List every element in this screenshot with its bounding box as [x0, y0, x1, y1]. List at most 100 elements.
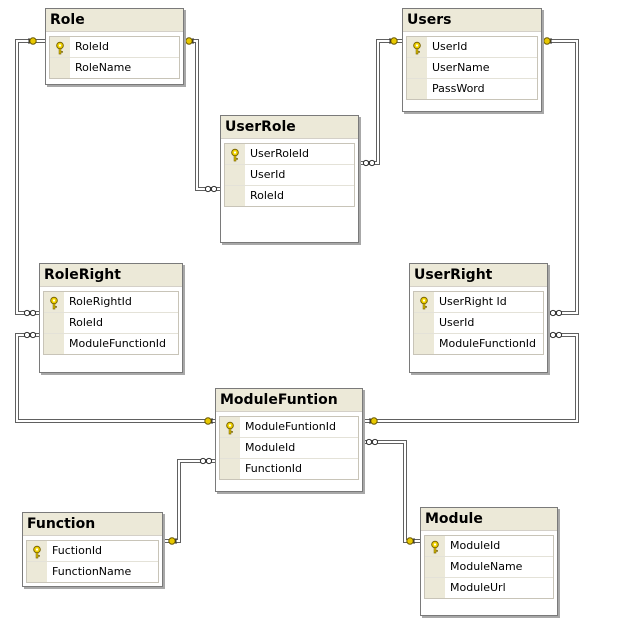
one-end-key-icon: [185, 37, 194, 45]
column-name: ModuleUrl: [450, 581, 506, 594]
column-row[interactable]: RoleName: [50, 58, 179, 78]
column-row[interactable]: ModuleFunctionId: [44, 334, 178, 354]
relationship-module-mf[interactable]: [361, 438, 420, 545]
column-row[interactable]: ModuleId: [425, 536, 553, 557]
row-selector: [44, 313, 64, 333]
column-row[interactable]: RoleId: [225, 186, 354, 206]
column-name: ModuleFunctionId: [69, 337, 167, 350]
row-selector: [225, 186, 245, 206]
row-selector: [225, 165, 245, 185]
column-row[interactable]: UserId: [414, 313, 543, 334]
primary-key-icon: [47, 295, 61, 310]
many-end-infinity-icon: [199, 457, 213, 465]
relationship-role-roleright[interactable]: [15, 37, 45, 317]
primary-key-icon: [223, 420, 237, 435]
column-name: ModuleFunctionId: [439, 337, 537, 350]
table-title: Role: [46, 9, 183, 32]
many-end-infinity-icon: [365, 438, 379, 446]
relationship-users-userrole[interactable]: [357, 37, 402, 167]
column-row[interactable]: UserRoleId: [225, 144, 354, 165]
column-row[interactable]: RoleRightId: [44, 292, 178, 313]
column-row[interactable]: UserRight Id: [414, 292, 543, 313]
column-name: UserRoleId: [250, 147, 310, 160]
table-title: Users: [403, 9, 541, 32]
table-title: RoleRight: [40, 264, 182, 287]
relationship-users-userright[interactable]: [540, 37, 579, 317]
table-title: Function: [23, 513, 162, 536]
row-selector: [220, 417, 240, 437]
column-name: UserRight Id: [439, 295, 507, 308]
many-end-infinity-icon: [549, 331, 563, 339]
relationship-mf-roleright[interactable]: [15, 331, 215, 425]
many-end-infinity-icon: [549, 309, 563, 317]
column-row[interactable]: ModuleUrl: [425, 578, 553, 598]
table-title: Module: [421, 508, 557, 531]
column-row[interactable]: FuctionId: [27, 541, 158, 562]
column-row[interactable]: PassWord: [407, 79, 537, 99]
column-row[interactable]: RoleId: [50, 37, 179, 58]
relationship-mf-userright[interactable]: [361, 331, 579, 425]
row-selector: [407, 79, 427, 99]
column-name: UserId: [250, 168, 286, 181]
primary-key-icon: [417, 295, 431, 310]
row-selector: [414, 292, 434, 312]
table-title: ModuleFuntion: [216, 389, 362, 412]
row-selector: [27, 562, 47, 582]
column-row[interactable]: ModuleFunctionId: [414, 334, 543, 354]
column-row[interactable]: UserName: [407, 58, 537, 79]
row-selector: [425, 578, 445, 598]
relationship-function-mf[interactable]: [161, 457, 215, 545]
column-name: RoleId: [250, 189, 284, 202]
one-end-key-icon: [168, 537, 177, 545]
column-name: FuctionId: [52, 544, 103, 557]
column-name: ModuleFuntionId: [245, 420, 336, 433]
row-selector: [407, 58, 427, 78]
column-name: PassWord: [432, 82, 485, 95]
column-name: FunctionId: [245, 462, 303, 475]
one-end-key-icon: [543, 37, 552, 45]
column-name: RoleId: [75, 40, 109, 53]
one-end-key-icon: [406, 537, 415, 545]
one-end-key-icon: [389, 37, 398, 45]
primary-key-icon: [428, 539, 442, 554]
row-selector: [50, 37, 70, 57]
many-end-infinity-icon: [23, 309, 37, 317]
row-selector: [44, 334, 64, 354]
many-end-infinity-icon: [204, 185, 218, 193]
row-selector: [414, 313, 434, 333]
table-title: UserRole: [221, 116, 358, 139]
row-selector: [220, 438, 240, 458]
column-row[interactable]: FunctionName: [27, 562, 158, 582]
primary-key-icon: [228, 147, 242, 162]
column-row[interactable]: FunctionId: [220, 459, 358, 479]
column-row[interactable]: ModuleFuntionId: [220, 417, 358, 438]
row-selector: [220, 459, 240, 479]
column-row[interactable]: ModuleId: [220, 438, 358, 459]
row-selector: [225, 144, 245, 164]
relationship-role-userrole[interactable]: [182, 37, 220, 193]
row-selector: [425, 557, 445, 577]
column-row[interactable]: RoleId: [44, 313, 178, 334]
many-end-infinity-icon: [23, 331, 37, 339]
column-row[interactable]: ModuleName: [425, 557, 553, 578]
primary-key-icon: [410, 40, 424, 55]
column-row[interactable]: UserId: [407, 37, 537, 58]
primary-key-icon: [53, 40, 67, 55]
column-name: ModuleId: [245, 441, 296, 454]
column-row[interactable]: UserId: [225, 165, 354, 186]
one-end-key-icon: [204, 417, 213, 425]
column-name: UserName: [432, 61, 490, 74]
row-selector: [414, 334, 434, 354]
